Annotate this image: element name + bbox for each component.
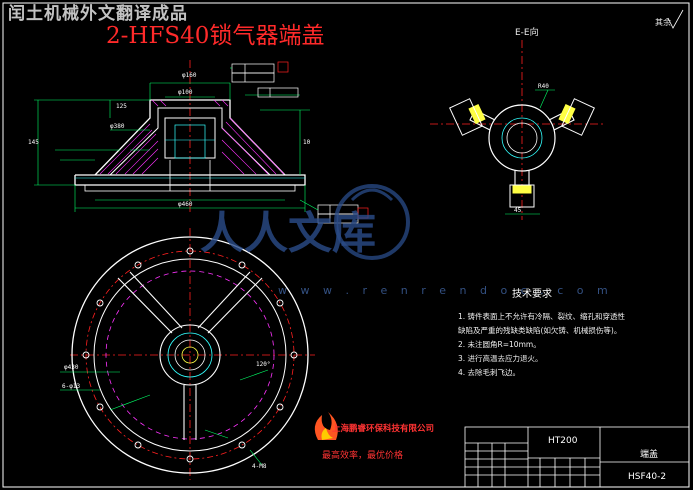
watermark-logo (334, 184, 410, 260)
dim-depth: 45 (514, 207, 522, 214)
dim-top-diameter: φ160 (182, 72, 197, 79)
corner-note: 其余 (655, 18, 671, 27)
company-name: 上海鹏睿环保科技有限公司 (332, 424, 435, 434)
title-block-part-name: 端盖 (640, 450, 659, 460)
tech-note-4: 4. 去除毛刺飞边。 (458, 368, 521, 377)
title-block (464, 426, 690, 488)
dim-side-1: 125 (116, 103, 127, 110)
tech-note-3: 3. 进行高温去应力退火。 (458, 354, 543, 363)
section-e-e-view (430, 40, 605, 220)
dim-base-diameter: φ460 (178, 201, 193, 208)
bolt-holes (82, 247, 298, 463)
dim-hole-note: 6-φ13 (62, 383, 81, 390)
drawing-title: 2-HFS40锁气器端盖 (106, 23, 325, 49)
dim-hole-diameter: φ100 (178, 89, 193, 96)
dim-bolt-circle: φ430 (64, 364, 79, 371)
dim-small-hole: 4-M8 (252, 463, 267, 470)
tech-note-2: 2. 未注圆角R=10mm。 (458, 340, 541, 349)
dim-side-2: 10 (303, 139, 311, 146)
dim-angle: 120° (256, 361, 271, 368)
watermark-url: w w w . r e n r e n d o c . c o m (278, 284, 613, 297)
dim-section-radius: R40 (538, 83, 549, 90)
slogan: 最高效率，最优价格 (322, 451, 404, 461)
dim-flange: φ380 (110, 123, 125, 130)
plan-view (60, 228, 315, 480)
watermark-text: 人人文库 (200, 208, 376, 259)
company-logo (314, 412, 338, 440)
tech-note-1b: 缺陷及严重的残缺类缺陷(如欠铸、机械损伤等)。 (458, 326, 622, 335)
tech-note-1: 1. 铸件表面上不允许有冷隔、裂纹、缩孔和穿透性 (458, 312, 626, 321)
front-section-view (34, 60, 369, 224)
title-block-material: HT200 (548, 436, 578, 446)
dim-total-height: 145 (28, 139, 39, 146)
title-block-drawing-number: HSF40-2 (628, 472, 667, 482)
section-label: E-E向 (515, 28, 539, 38)
tech-requirements-heading: 技术要求 (512, 289, 552, 300)
roughness-symbol (667, 9, 684, 29)
banner-text: 闰土机械外文翻译成品 (8, 4, 188, 24)
